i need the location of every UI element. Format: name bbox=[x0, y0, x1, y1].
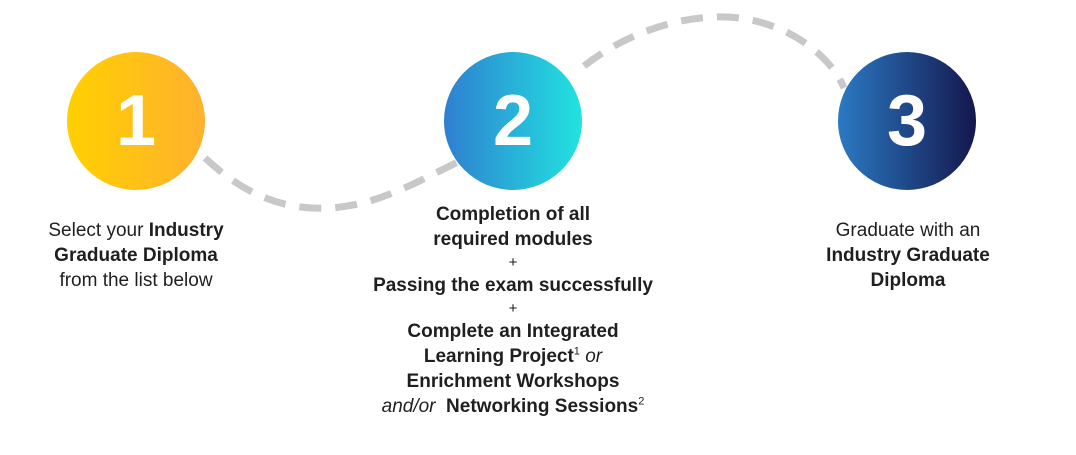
description-line: Complete an Integrated bbox=[318, 319, 708, 344]
connector-segment-2-3 bbox=[581, 13, 848, 90]
text-run: Select your bbox=[48, 220, 149, 241]
text-run: Completion of all bbox=[435, 204, 591, 225]
description-line: Graduate Diploma bbox=[16, 243, 256, 268]
text-run: Complete an Integrated bbox=[407, 321, 619, 342]
text-run: and/or bbox=[381, 396, 436, 417]
plus-separator: + bbox=[318, 298, 708, 319]
step-3-circle: 3 bbox=[838, 52, 976, 190]
text-run: Diploma bbox=[870, 270, 946, 291]
description-line: Select your Industry bbox=[16, 218, 256, 243]
description-line: and/or Networking Sessions2 bbox=[318, 394, 708, 419]
footnote-marker: 1 bbox=[573, 345, 580, 358]
text-run: + bbox=[508, 254, 518, 271]
text-run: + bbox=[508, 300, 518, 317]
text-run: Networking Sessions bbox=[435, 396, 639, 417]
description-line: from the list below bbox=[16, 268, 256, 293]
step-1-circle: 1 bbox=[67, 52, 205, 190]
text-run: Industry bbox=[148, 220, 224, 241]
description-line: required modules bbox=[318, 227, 708, 252]
text-run: Graduate with an bbox=[835, 220, 981, 241]
text-run: Industry Graduate bbox=[826, 245, 990, 266]
description-line: Learning Project1 or bbox=[318, 344, 708, 369]
description-line: Enrichment Workshops bbox=[318, 369, 708, 394]
description-line: Passing the exam successfully bbox=[318, 273, 708, 298]
step-1-number: 1 bbox=[115, 81, 157, 161]
plus-separator: + bbox=[318, 252, 708, 273]
step-2-number: 2 bbox=[492, 81, 534, 161]
text-run: Learning Project bbox=[423, 346, 574, 367]
step-2-description: Completion of all required modules + Passin… bbox=[318, 202, 708, 419]
description-line: Diploma bbox=[790, 268, 1026, 293]
text-run: Graduate Diploma bbox=[54, 245, 218, 266]
connector-segment-1-2 bbox=[202, 155, 464, 212]
text-run: Enrichment Workshops bbox=[406, 371, 620, 392]
step-2-circle: 2 bbox=[444, 52, 582, 190]
description-line: Graduate with an bbox=[790, 218, 1026, 243]
footnote-marker: 2 bbox=[638, 395, 645, 408]
description-line: Industry Graduate bbox=[790, 243, 1026, 268]
text-run: required modules bbox=[433, 229, 593, 250]
step-3-number: 3 bbox=[886, 81, 928, 161]
text-run: or bbox=[579, 346, 603, 367]
description-line: Completion of all bbox=[318, 202, 708, 227]
text-run: from the list below bbox=[59, 270, 213, 291]
text-run: Passing the exam successfully bbox=[373, 275, 653, 296]
